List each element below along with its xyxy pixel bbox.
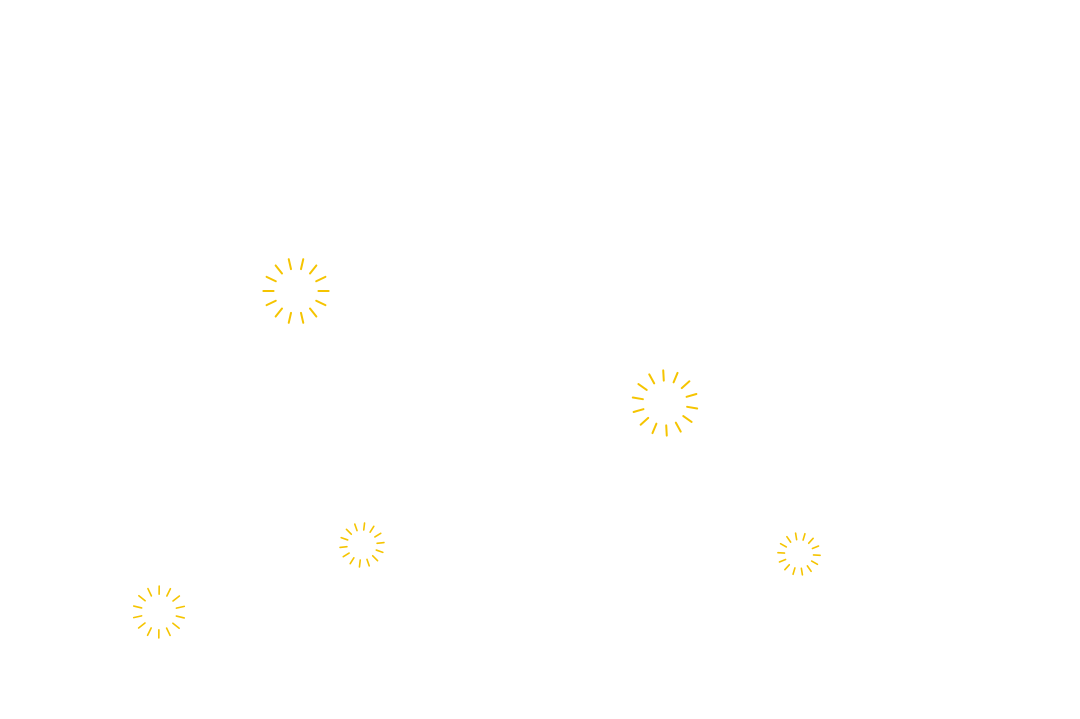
sparkle-ray (315, 299, 327, 307)
sparkle-ray (308, 264, 318, 275)
sparkle-ray (299, 258, 305, 271)
sparkle-ray (665, 424, 668, 437)
sparkle-ray (132, 615, 143, 619)
sparkle-icon (262, 258, 330, 324)
sparkle-ray (287, 258, 293, 271)
sparkle-ray (637, 383, 648, 391)
sparkle-ray (779, 542, 788, 548)
sparkle-ray (374, 532, 382, 538)
sparkle-ray (810, 560, 819, 566)
sparkle-ray (166, 587, 172, 597)
sparkle-ray (175, 605, 186, 609)
sparkle-ray (287, 311, 293, 324)
sparkle-ray (786, 535, 792, 543)
sparkle-ray (349, 557, 355, 565)
sparkle-ray (339, 545, 348, 549)
sparkle-icon (631, 369, 699, 437)
sparkle-ray (345, 528, 353, 536)
sparkle-ray (375, 549, 384, 554)
sparkle-ray (137, 622, 146, 629)
sparkle-ray (340, 536, 349, 541)
sparkle-ray (274, 307, 284, 318)
sparkle-ray (369, 525, 375, 533)
sparkle-ray (265, 275, 277, 283)
sparkle-ray (138, 594, 146, 602)
sparkle-ray (172, 622, 180, 630)
sparkle-ray (308, 307, 318, 318)
sparkle-ray (807, 537, 814, 545)
sparkle-ray (342, 552, 350, 558)
sparkle-ray (353, 523, 358, 532)
sparkle-ray (811, 545, 820, 550)
sparkle-ray (315, 275, 327, 283)
sparkle-ray (686, 405, 699, 410)
sparkle-ray (639, 416, 650, 426)
sparkle-ray (794, 532, 798, 541)
sparkle-ray (274, 264, 284, 275)
sparkle-ray (778, 558, 787, 563)
sparkle-ray (682, 415, 693, 423)
sparkle-ray (175, 615, 186, 619)
sparkle-ray (651, 422, 658, 435)
sparkle-ray (792, 567, 796, 576)
sparkle-ray (146, 627, 152, 637)
sparkle-ray (631, 396, 644, 401)
sparkle-ray (165, 627, 171, 637)
sparkle-ray (132, 605, 143, 609)
sparkle-ray (680, 380, 691, 390)
sparkle-ray (784, 563, 791, 571)
sparkle-ray (371, 554, 379, 562)
sparkle-ray (147, 587, 153, 597)
sparkle-ray (662, 369, 665, 382)
sparkle-ray (674, 421, 682, 433)
sparkle-ray (685, 393, 698, 398)
sparkle-ray (376, 541, 385, 545)
sparkle-ray (358, 559, 362, 568)
sparkle-ray (366, 558, 371, 567)
sparkle-ray (806, 565, 812, 573)
sparkle-ray (299, 311, 305, 324)
sparkle-ray (172, 595, 181, 602)
sparkle-icon (339, 522, 385, 568)
sparkle-ray (648, 373, 656, 385)
sparkle-ray (265, 299, 277, 307)
sparkle-ray (802, 532, 806, 541)
sparkle-ray (672, 371, 679, 384)
sparkle-ray (632, 408, 645, 413)
sparkle-ray (800, 567, 804, 576)
sparkle-icon (132, 585, 186, 639)
sparkle-icon (777, 532, 821, 576)
sparkle-ray (362, 522, 366, 531)
